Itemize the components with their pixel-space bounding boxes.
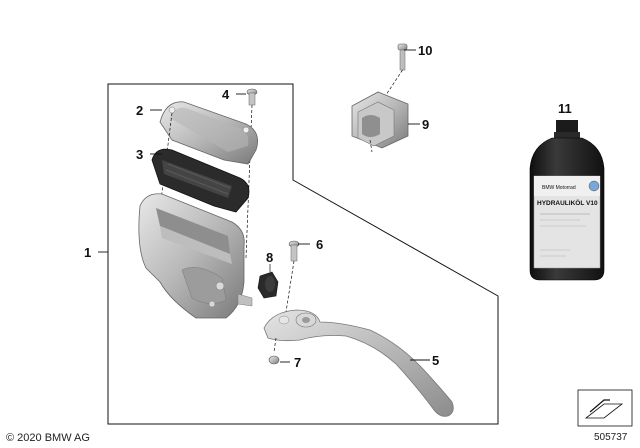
callout-2: 2 <box>136 103 143 118</box>
leader-lines <box>98 49 430 363</box>
reservoir-cover <box>159 101 259 209</box>
hand-lever <box>263 309 454 417</box>
callout-4: 4 <box>222 87 230 102</box>
bottle-brand-text: BMW Motorrad <box>542 185 576 191</box>
callout-7: 7 <box>294 355 301 370</box>
callout-11: 11 <box>558 101 572 116</box>
clamp-screw <box>383 43 408 99</box>
callout-8: 8 <box>266 250 273 265</box>
cover-screw <box>245 88 258 259</box>
rubber-boot <box>257 264 279 299</box>
brake-fluid-reservoir-housing <box>138 193 253 319</box>
callout-9: 9 <box>422 117 429 132</box>
bottle-product-text: HYDRAULIKÖL V10 <box>537 198 598 207</box>
callout-1: 1 <box>84 245 91 260</box>
reference-icon <box>577 389 633 427</box>
clamp <box>351 91 409 153</box>
pivot-nut <box>268 337 280 365</box>
callout-10: 10 <box>418 43 432 58</box>
callout-5: 5 <box>432 353 439 368</box>
pivot-bolt <box>285 240 300 313</box>
copyright-text: © 2020 BMW AG <box>6 432 90 444</box>
assembly-frame <box>107 83 499 425</box>
callout-6: 6 <box>316 237 323 252</box>
reservoir-diaphragm <box>151 148 250 213</box>
callout-3: 3 <box>136 147 143 162</box>
hydraulic-oil-bottle: BMW Motorrad HYDRAULIKÖL V10 <box>529 120 605 281</box>
document-number: 505737 <box>594 432 628 443</box>
